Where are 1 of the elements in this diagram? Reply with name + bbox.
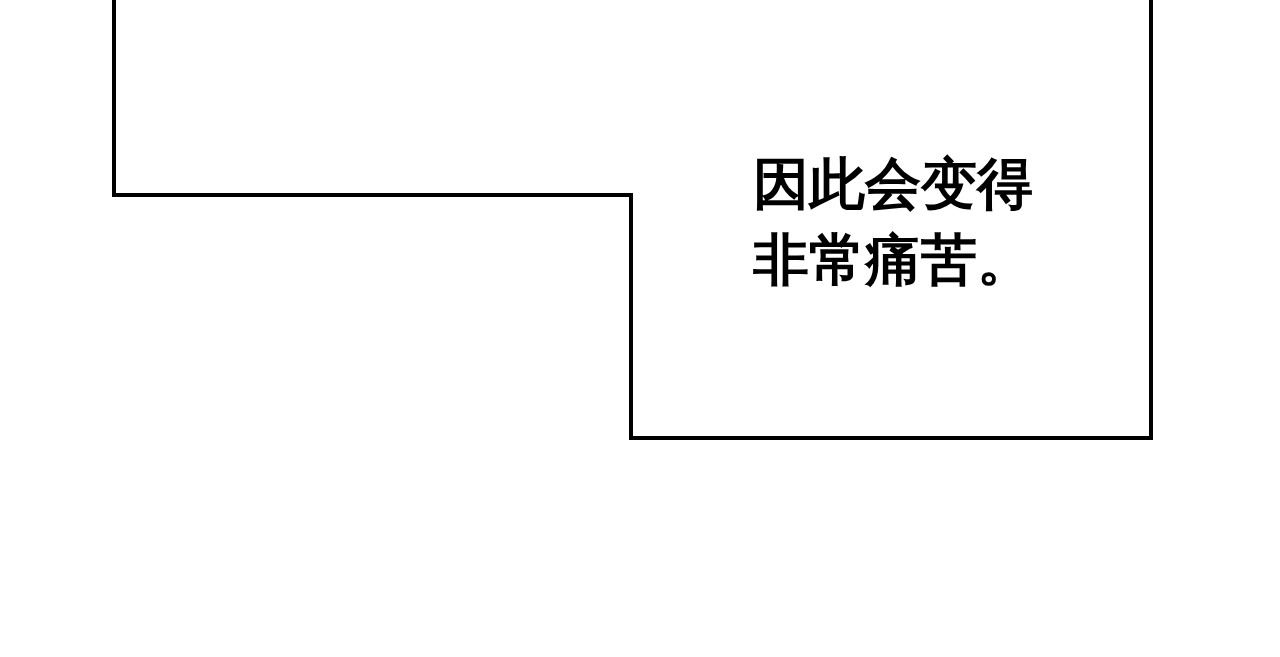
caption-text: 因此会变得非常痛苦。	[753, 150, 1034, 294]
